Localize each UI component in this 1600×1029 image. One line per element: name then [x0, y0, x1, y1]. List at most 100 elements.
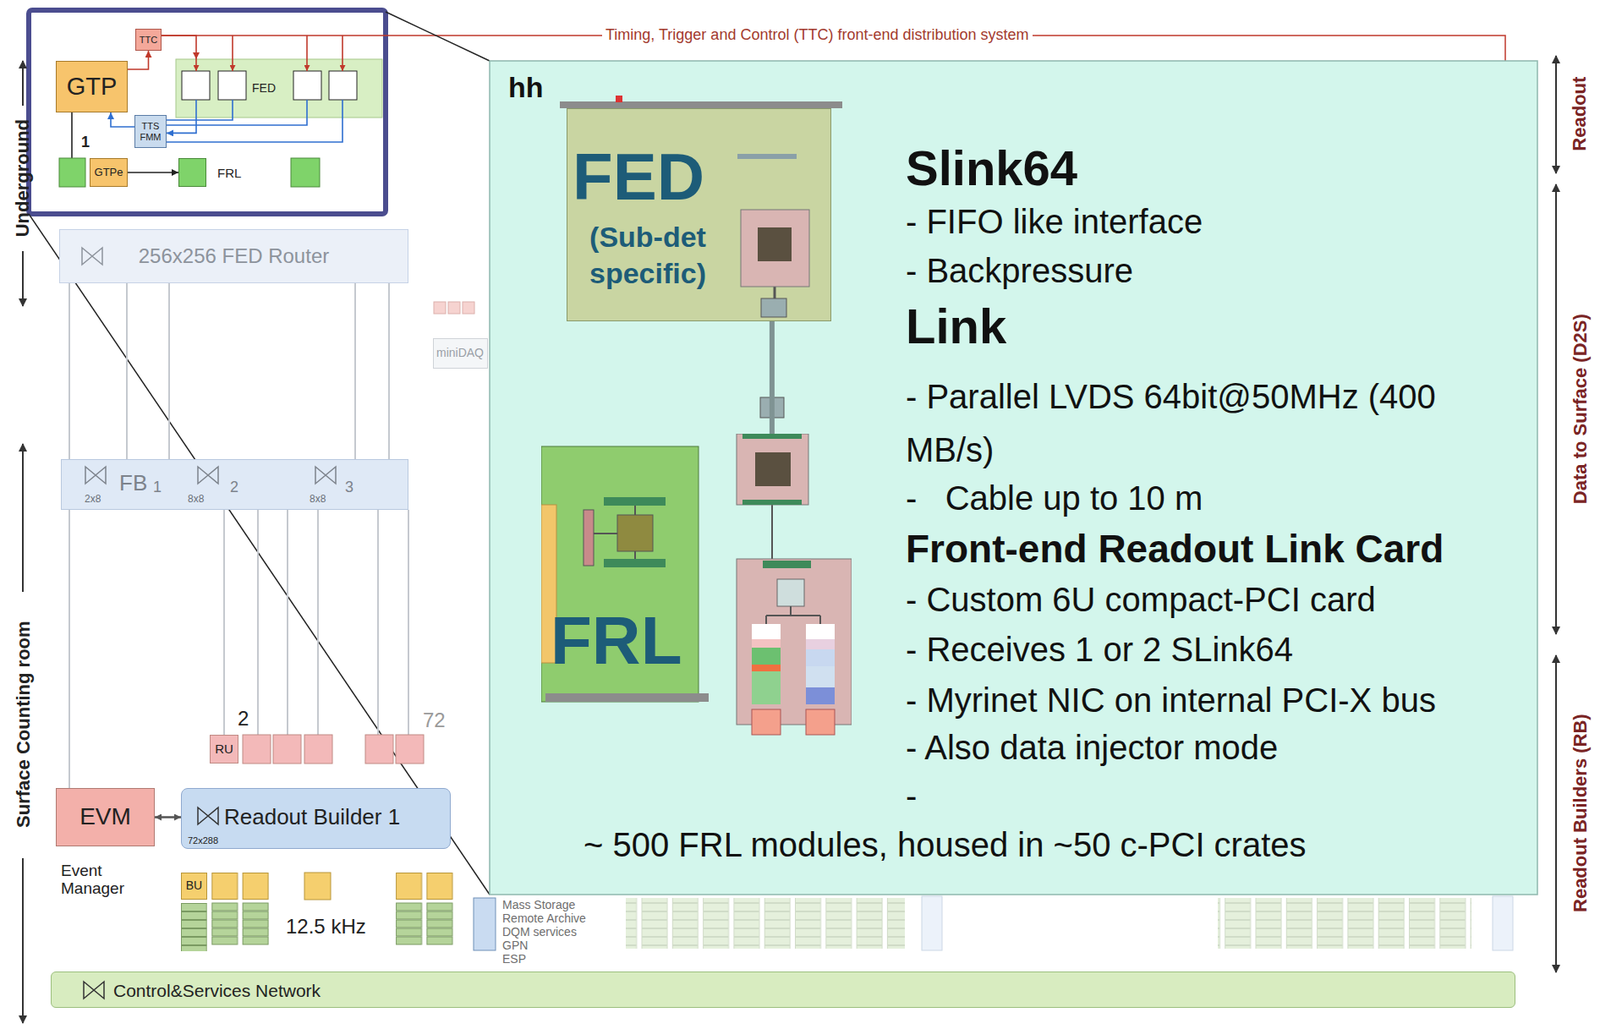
readout-builder-text: Readout Builder 1	[224, 804, 400, 831]
switch-icon	[315, 466, 336, 484]
frl-card-drawing	[541, 446, 699, 702]
ttc-box-text: TTC	[139, 34, 158, 45]
fed-card-drawing	[757, 227, 792, 262]
inset-drawing	[328, 71, 357, 100]
inset-drawing	[195, 59, 198, 72]
bracket-arrows	[21, 443, 24, 592]
faded-wires	[354, 283, 357, 460]
frl-card-drawing	[742, 433, 802, 439]
fed-band-text: FED	[252, 81, 276, 96]
fed-band: FED	[175, 59, 383, 118]
readout-builder-text: 72x288	[187, 835, 219, 847]
faded-wires	[68, 283, 71, 460]
frl-square: FRL	[178, 158, 207, 187]
text-label: Timing, Trigger and Control (TTC) front-…	[602, 26, 1033, 44]
bu-stacks	[304, 872, 331, 900]
fed-card-drawing	[740, 209, 810, 287]
inset-drawing	[59, 158, 86, 187]
frl-card-drawing	[751, 709, 781, 735]
ttc-box: TTC	[135, 28, 162, 51]
inset-drawing	[28, 10, 386, 214]
readout-builder: Readout Builder 1 72x288	[180, 788, 451, 850]
minidaq-box-text: miniDAQ	[436, 346, 484, 360]
ru-box: RU	[209, 734, 239, 764]
evm-box: EVM	[55, 788, 155, 847]
frl-card-drawing	[742, 499, 802, 505]
bu-stacks	[180, 903, 208, 952]
text-label: ESP	[502, 952, 527, 966]
fed-router-text: 256x256 FED Router	[138, 245, 329, 268]
ru-row	[273, 734, 302, 764]
frl-card-drawing	[736, 433, 809, 505]
bu-stacks	[473, 898, 496, 951]
fed-card: FED(Sub-det specific)	[566, 108, 832, 322]
gtpe-box-text: GTPe	[94, 166, 124, 179]
inset-drawing	[28, 10, 386, 214]
inset-drawing	[165, 99, 343, 143]
inset-drawing	[175, 59, 383, 118]
tts-fmm-box: TTS FMM	[134, 115, 167, 148]
bu-stacks	[211, 872, 273, 952]
ru-row	[365, 734, 394, 764]
zoom-panel-text: - FIFO like interface	[905, 201, 1203, 242]
frl-card-drawing	[751, 624, 781, 640]
inset-drawing	[28, 10, 386, 214]
connector	[161, 35, 197, 60]
bu-stacks	[921, 896, 943, 951]
connector	[127, 50, 149, 70]
zoom-panel-text: - Parallel LVDS 64bit@50MHz (400 MB/s)	[905, 370, 1498, 477]
inset-drawing	[195, 99, 198, 118]
zoom-panel-ground	[489, 60, 1538, 895]
zoom-panel-text: -	[905, 775, 917, 817]
zoom-panel-text: - Custom 6U compact-PCI card	[905, 579, 1376, 620]
inset-drawing	[341, 35, 344, 72]
zoom-lines	[385, 11, 490, 61]
fed-card-drawing	[773, 286, 777, 299]
text-label: Surface Counting room	[11, 621, 33, 828]
bu-box-text: BU	[186, 879, 203, 893]
zoom-panel-ground	[559, 101, 843, 109]
frl-square-text: FRL	[217, 165, 242, 181]
zoom-panel-ground	[489, 60, 1538, 895]
minidaq-bits	[448, 301, 461, 314]
frl-card-drawing	[751, 639, 781, 648]
text-label: 12.5 kHz	[285, 915, 367, 939]
gtp-box: GTP	[55, 60, 128, 113]
text-label: Data to Surface (D2S)	[1568, 314, 1590, 505]
bracket-arrows	[1555, 184, 1557, 635]
bu-box: BU	[180, 872, 208, 900]
faded-wires	[377, 509, 379, 735]
frl-card-drawing	[736, 558, 852, 725]
frl-card-drawing	[541, 433, 852, 739]
connector	[166, 117, 197, 133]
connector	[110, 112, 135, 127]
zoom-panel-text: - Myrinet NIC on internal PCI-X bus	[905, 679, 1436, 721]
frl-card-drawing	[755, 452, 791, 487]
faded-wires	[388, 283, 390, 460]
bracket-arrows	[1555, 55, 1557, 174]
ru-row	[304, 734, 333, 764]
minidaq-box: miniDAQ	[432, 338, 488, 369]
inset-drawing	[71, 112, 73, 159]
inset-drawing	[231, 35, 234, 72]
switch-icon	[51, 972, 120, 1009]
text-label: 3	[345, 478, 354, 497]
frl-card-drawing	[805, 666, 835, 688]
zoom-panel-text: - Backpressure	[905, 250, 1134, 291]
faded-wires	[317, 509, 319, 735]
text-label: Event Manager	[60, 862, 146, 899]
zoom-panel-text: Link	[905, 296, 1007, 357]
minidaq-bits	[462, 301, 475, 314]
inset-drawing	[165, 99, 307, 126]
fed-card-drawing	[567, 109, 833, 323]
text-label: hh	[508, 71, 544, 105]
inset-drawing	[165, 99, 233, 121]
frl-card-text: FRL	[550, 607, 683, 675]
switch-icon	[197, 807, 219, 825]
frl-card-drawing	[603, 558, 666, 568]
zoom-lines	[28, 11, 490, 895]
frl-card-drawing	[751, 647, 781, 665]
text-label: 8x8	[187, 493, 204, 506]
zoom-panel-text: - Receives 1 or 2 SLink64	[905, 629, 1294, 670]
switch-icon	[85, 466, 106, 484]
